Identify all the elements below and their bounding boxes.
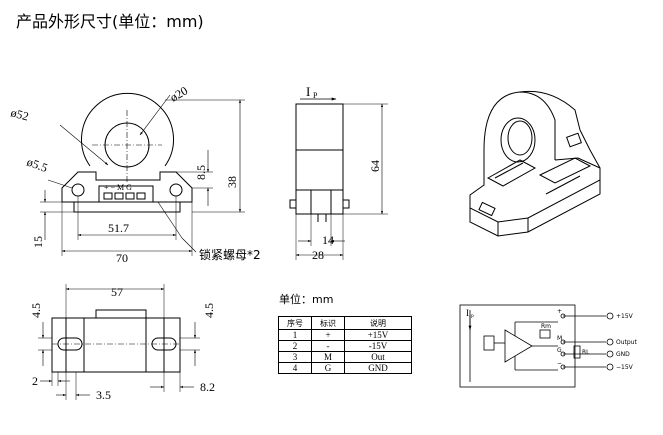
dim-64: 64 [368, 160, 382, 172]
opamp [504, 329, 533, 363]
cell-mark: + [311, 329, 345, 341]
pin-table: 序号 标识 说明 1 + +15V 2 - -15V 3 M Out 4 G G… [278, 316, 412, 374]
mount-hole-left [71, 183, 85, 197]
cell-desc: Out [344, 351, 412, 363]
cell-index: 2 [278, 340, 312, 352]
dim-51-7: 51.7 [108, 221, 129, 235]
dim-4-5-right: 4.5 [202, 303, 216, 318]
pin-m: M [557, 335, 562, 342]
pin-table-header: 序号 标识 说明 [278, 316, 412, 330]
bottom-outline [51, 317, 181, 373]
side-ip-label: I [306, 84, 310, 99]
side-view [289, 97, 388, 260]
dim-dia-hole: ø5.5 [25, 155, 50, 175]
page-title: 产品外形尺寸(单位：mm) [16, 12, 204, 31]
schematic [459, 304, 614, 388]
bottom-view [38, 284, 200, 400]
cell-index: 1 [278, 329, 312, 341]
dim-15: 15 [31, 236, 45, 248]
table-unit-label: 单位：mm [279, 293, 334, 306]
dim-14: 14 [322, 233, 334, 247]
out-gnd: GND [616, 351, 630, 358]
dim-2: 2 [32, 374, 38, 388]
dim-38: 38 [225, 176, 239, 188]
side-body [295, 103, 344, 215]
cell-desc: -15V [344, 340, 412, 352]
dim-8-2: 8.2 [200, 380, 215, 394]
dim-4-5-left: 4.5 [29, 303, 43, 318]
out-plus15: +15V [616, 313, 634, 320]
out-minus15: −15V [616, 364, 634, 371]
table-row: 2 - -15V [278, 340, 412, 352]
connector [98, 185, 154, 203]
outer-ring [81, 92, 174, 167]
sch-ip-sub: P [471, 315, 474, 320]
dim-8-5: 8.5 [194, 165, 208, 180]
iso-ring-front [483, 91, 556, 160]
dim-dia-inner: ø20 [168, 83, 191, 104]
header-desc: 说明 [344, 316, 412, 330]
dim-3-5: 3.5 [96, 388, 111, 402]
pin-plus: + [557, 308, 562, 315]
table-row: 3 M Out [278, 351, 412, 363]
front-view [40, 92, 245, 256]
header-mark: 标识 [311, 316, 345, 330]
connector-pin-labels: + − M G [104, 183, 132, 192]
nut-note: 锁紧螺母*2 [199, 247, 261, 262]
cell-desc: GND [344, 362, 412, 374]
cell-index: 4 [278, 362, 312, 374]
dim-70: 70 [116, 251, 128, 265]
cell-mark: M [311, 351, 345, 363]
cell-mark: G [311, 362, 345, 374]
rl-label: RL [582, 349, 590, 356]
rm-label: Rm [541, 323, 551, 330]
dim-dia-outer: ø52 [9, 105, 30, 123]
pin-minus: − [557, 360, 562, 367]
isometric-view [469, 90, 601, 237]
cell-mark: - [311, 340, 345, 352]
out-output: Output [616, 339, 637, 346]
sch-ip-label: I [466, 308, 469, 318]
iso-connector [486, 159, 537, 187]
table-row: 4 G GND [278, 362, 412, 374]
dim-57: 57 [111, 285, 123, 299]
cell-index: 3 [278, 351, 312, 363]
dim-28: 28 [312, 248, 324, 262]
mount-hole-right [169, 183, 183, 197]
pin-g: G [557, 347, 562, 354]
cell-desc: +15V [344, 329, 412, 341]
side-ip-sub: P [313, 91, 318, 100]
iso-hole [500, 117, 536, 163]
table-row: 1 + +15V [278, 329, 412, 341]
header-index: 序号 [278, 316, 312, 330]
